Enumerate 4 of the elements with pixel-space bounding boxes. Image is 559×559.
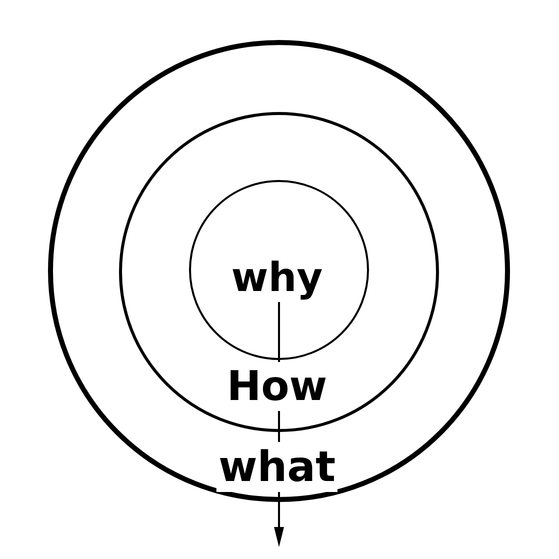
inner-circle [189,180,369,360]
middle-circle [119,112,439,432]
outer-circle [48,40,510,502]
circle-label: what [216,442,338,492]
